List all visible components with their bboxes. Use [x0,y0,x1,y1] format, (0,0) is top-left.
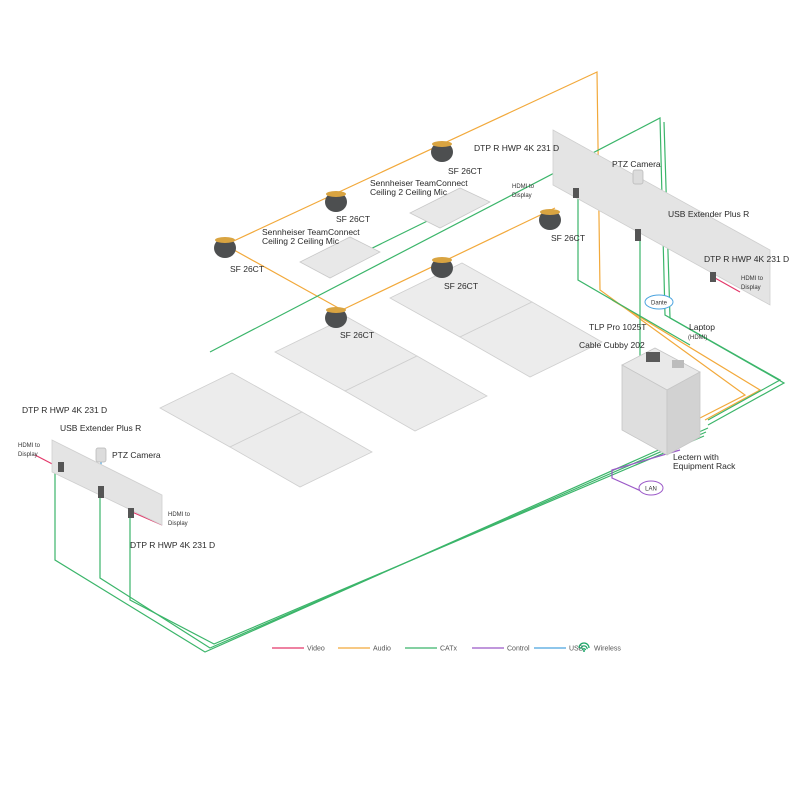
legend-label-audio: Audio [373,646,391,653]
dtp-box-right [710,272,716,282]
label-usb-ext-left: USB Extender Plus R [60,423,141,433]
lan-label: LAN [645,487,657,493]
legend-label-catx: CATx [440,646,457,653]
label-hdmi-display-4-text: HDMI to [168,512,191,518]
label-sf-1: SF 26CT [230,264,264,274]
ceiling-speakers [214,141,561,328]
ptz-camera-left [95,447,107,463]
label-dtp-left-bottom: DTP R HWP 4K 231 D [130,540,215,550]
audio-cable-lectern [611,299,762,421]
label-cubby: Cable Cubby 202 [579,340,645,350]
label-mic-1-text: Sennheiser TeamConnect [370,178,468,188]
speaker-sf-4 [539,209,561,230]
label-mic-2-text: Sennheiser TeamConnect [262,227,360,237]
lectern [621,347,701,456]
label-dtp-right: DTP R HWP 4K 231 D [704,254,789,264]
usb-extender-right [635,229,641,241]
legend-label-control: Control [507,646,530,653]
dante-cloud [644,294,674,310]
label-dtp-top: DTP R HWP 4K 231 D [474,143,559,153]
wireless-arc [581,648,587,651]
label-hdmi-display-2: HDMI to Display [741,276,765,291]
tables [159,262,603,488]
lectern-side [666,371,701,456]
label-dtp-left-top: DTP R HWP 4K 231 D [22,405,107,415]
catx-cable-wall-dtp [577,195,691,346]
dtp-box-top [573,188,579,198]
wireless-arc [580,645,588,650]
label-sf-2: SF 26CT [336,214,370,224]
usb-extender-left [98,486,104,498]
speaker-sf-6 [325,307,347,328]
label-lectern: Lectern with Equipment Rack [673,452,736,471]
laptop-device [672,360,684,368]
label-lectern-text: Lectern with [673,452,719,462]
label-laptop-sub: (HDMI) [688,335,707,341]
device-labels: DTP R HWP 4K 231 D PTZ Camera USB Extend… [18,143,789,550]
dtp-box-left-top [58,462,64,472]
speaker-sf-2 [325,191,347,212]
table-row-2b [344,355,488,432]
label-sf-6: SF 26CT [340,330,374,340]
label-hdmi-display-1: HDMI to Display [512,184,536,199]
label-lectern-text-line: Equipment Rack [673,461,736,471]
legend-wireless-icon [578,642,590,652]
table-row-1b [229,411,373,488]
legend-label-usb: USB [569,646,584,653]
legend-label-wireless: Wireless [594,646,621,653]
label-hdmi-display-4-text-line: Display [168,521,188,527]
label-laptop: Laptop [689,322,715,332]
tlp-touch-panel [646,352,660,362]
label-mic-1: Sennheiser TeamConnect Ceiling 2 Ceiling… [370,178,470,197]
dante-badge: Dante [644,294,674,310]
label-hdmi-display-2-text-line: Display [741,285,761,291]
wireless-dot [583,650,585,652]
speaker-sf-1 [214,237,236,258]
dtp-box-left-bottom [128,508,134,518]
label-hdmi-display-4: HDMI to Display [168,512,192,527]
label-usb-ext-right: USB Extender Plus R [668,209,749,219]
label-mic-1-text-line: Ceiling 2 Ceiling Mic [370,187,448,197]
wall-panel-left [51,439,163,526]
table-row-3b [459,301,603,378]
catx-cable-front-3 [129,435,705,645]
label-hdmi-display-2-text: HDMI to [741,276,764,282]
wireless-arc [578,642,590,649]
legend: Video Audio CATx Control USB Wireless [272,642,621,653]
devices [58,169,716,518]
ceiling-tile-2 [409,187,491,229]
label-sf-3: SF 26CT [448,166,482,176]
wall-panel-right-face [552,129,771,306]
ptz-camera-right [632,169,644,185]
audio-cable-ceiling-loop [224,71,747,419]
label-hdmi-display-1-text: HDMI to [512,184,535,190]
speaker-sf-5 [431,257,453,278]
label-hdmi-display-3-text-line: Display [18,452,38,458]
control-cable-lan [611,449,681,496]
lan-badge: LAN [638,480,664,496]
legend-label-video: Video [307,646,325,653]
lan-cloud [638,480,664,496]
dante-label: Dante [651,301,668,307]
label-hdmi-display-1-text-line: Display [512,193,532,199]
label-sf-4: SF 26CT [551,233,585,243]
label-tlp: TLP Pro 1025T [589,322,647,332]
ceiling-tile-1 [299,236,381,279]
label-hdmi-display-3: HDMI to Display [18,443,42,458]
video-cable-right [714,277,741,293]
label-ptz-left: PTZ Camera [112,450,161,460]
label-hdmi-display-3-text: HDMI to [18,443,41,449]
label-ptz-right: PTZ Camera [612,159,661,169]
catx-cable-main [209,117,782,421]
label-sf-5: SF 26CT [444,281,478,291]
speaker-sf-3 [431,141,453,162]
label-mic-2: Sennheiser TeamConnect Ceiling 2 Ceiling… [262,227,362,246]
label-mic-2-text-line: Ceiling 2 Ceiling Mic [262,236,340,246]
